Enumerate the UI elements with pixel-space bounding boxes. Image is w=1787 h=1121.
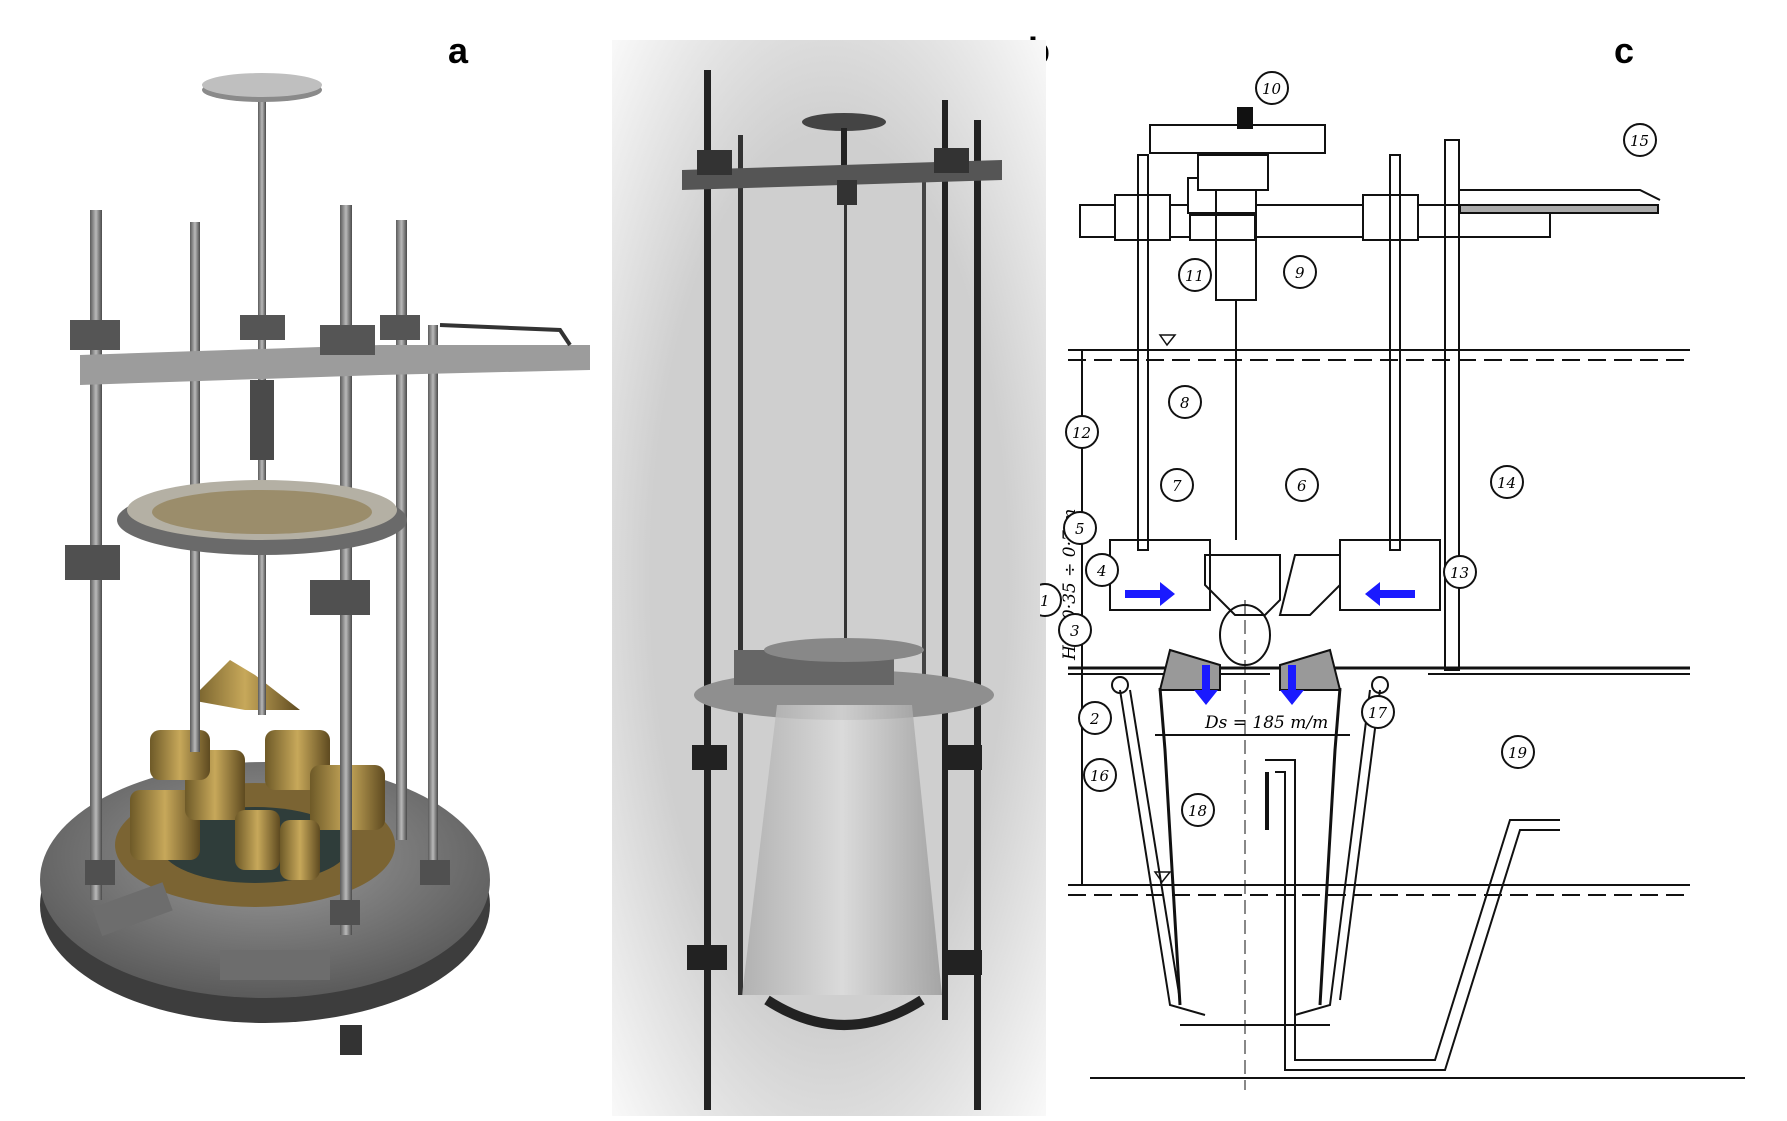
svg-text:11: 11 [1185, 267, 1204, 285]
photo-apparatus-color [0, 0, 640, 1116]
callout-17: 17 [1361, 695, 1395, 729]
svg-text:7: 7 [1172, 477, 1182, 495]
technical-drawing: H = 0·35 ÷ 0·7 m Ds = 185 m/m [1028, 0, 1787, 1116]
callout-16: 16 [1083, 758, 1117, 792]
svg-text:6: 6 [1297, 477, 1307, 495]
callout-8: 8 [1168, 385, 1202, 419]
panel-letter-a: a [448, 30, 469, 71]
callout-1: 1 [1028, 583, 1062, 617]
callout-14: 14 [1490, 465, 1524, 499]
svg-text:18: 18 [1188, 802, 1207, 820]
svg-text:4: 4 [1096, 562, 1107, 580]
svg-text:10: 10 [1262, 80, 1282, 98]
technical-drawing-svg: H = 0·35 ÷ 0·7 m Ds = 185 m/m [1028, 71, 1745, 1090]
panel-letter-c: c [1614, 30, 1635, 71]
callout-10: 10 [1255, 71, 1289, 105]
svg-text:9: 9 [1295, 264, 1305, 282]
callout-3: 3 [1058, 613, 1092, 647]
callout-12: 12 [1065, 415, 1099, 449]
svg-text:15: 15 [1630, 132, 1649, 150]
diameter-dimension-label: Ds = 185 m/m [1204, 713, 1328, 733]
svg-text:1: 1 [1040, 592, 1050, 610]
callout-5: 5 [1063, 511, 1097, 545]
svg-text:13: 13 [1450, 564, 1469, 582]
callout-9: 9 [1283, 255, 1317, 289]
apparatus-color-illustration [40, 73, 590, 1055]
svg-text:16: 16 [1090, 767, 1110, 785]
svg-text:8: 8 [1180, 394, 1190, 412]
svg-text:2: 2 [1089, 710, 1100, 728]
callout-13: 13 [1443, 555, 1477, 589]
callout-7: 7 [1160, 468, 1194, 502]
callout-19: 19 [1501, 735, 1535, 769]
callout-2: 2 [1078, 701, 1112, 735]
callout-15: 15 [1623, 123, 1657, 157]
svg-text:19: 19 [1508, 744, 1528, 762]
svg-text:12: 12 [1072, 424, 1091, 442]
apparatus-bw-illustration [612, 40, 1046, 1116]
svg-text:3: 3 [1070, 622, 1080, 640]
svg-text:5: 5 [1075, 520, 1085, 538]
callout-4: 4 [1085, 553, 1119, 587]
svg-text:17: 17 [1368, 704, 1388, 722]
callout-11: 11 [1178, 258, 1212, 292]
photo-apparatus-historic [612, 40, 1046, 1116]
callout-18: 18 [1181, 793, 1215, 827]
callout-6: 6 [1285, 468, 1319, 502]
svg-text:14: 14 [1497, 474, 1516, 492]
